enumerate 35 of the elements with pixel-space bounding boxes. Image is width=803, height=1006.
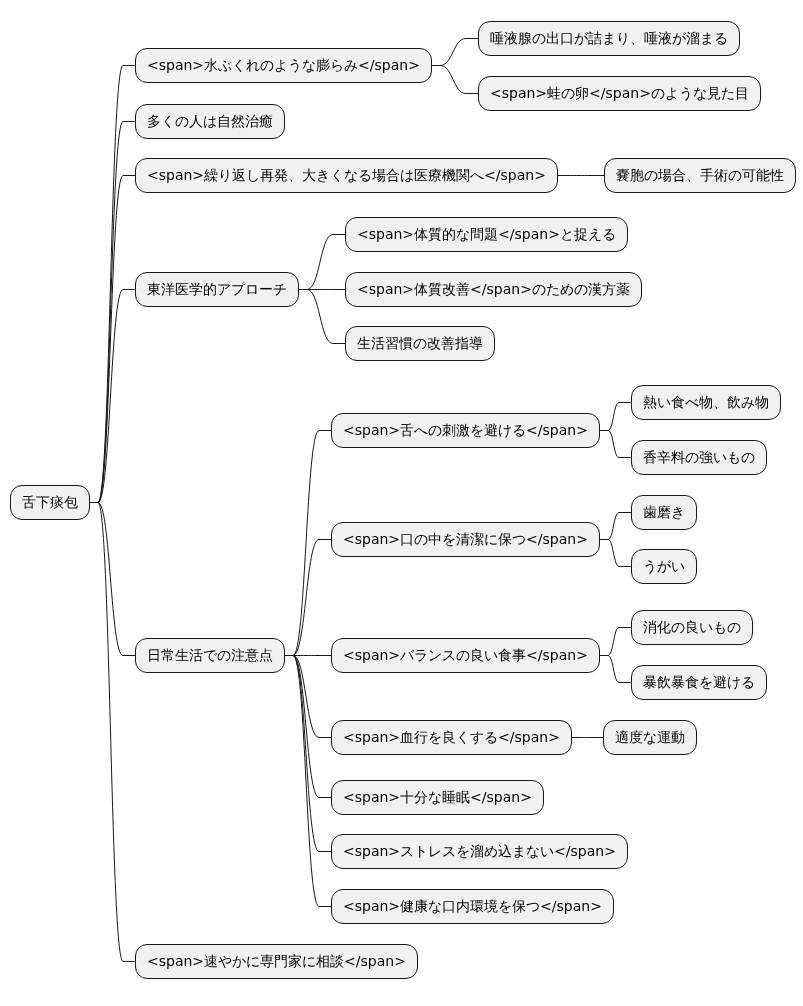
branch-topic-node: 日常生活での注意点	[135, 638, 285, 673]
leaf-topic-node: 暴飲暴食を避ける	[631, 665, 767, 700]
central-topic-node: 舌下痰包	[10, 485, 90, 520]
connector-line	[599, 430, 632, 458]
subtopic-node: <span>舌への刺激を避ける</span>	[331, 413, 600, 448]
subtopic-node: <span>バランスの良い食事</span>	[331, 638, 600, 673]
connector-line	[599, 655, 632, 683]
connector-line	[284, 655, 332, 907]
branch-topic-node: 多くの人は自然治癒	[135, 104, 285, 139]
branch-topic-node: 東洋医学的アプローチ	[135, 272, 299, 307]
subtopic-node: <span>血行を良くする</span>	[331, 720, 572, 755]
branch-topic-node: <span>繰り返し再発、大きくなる場合は医療機関へ</span>	[135, 158, 558, 193]
leaf-topic-node: 消化の良いもの	[631, 610, 753, 645]
leaf-topic-node: 香辛料の強いもの	[631, 440, 767, 475]
connector-line	[557, 175, 605, 176]
leaf-topic-node: うがい	[631, 549, 697, 584]
leaf-topic-node: 歯磨き	[631, 495, 697, 530]
branch-topic-node: <span>水ぶくれのような膨らみ</span>	[135, 48, 432, 83]
connector-line	[599, 539, 632, 567]
subtopic-node: <span>十分な睡眠</span>	[331, 780, 544, 815]
subtopic-node: 生活習慣の改善指導	[345, 326, 495, 361]
branch-topic-node: <span>速やかに専門家に相談</span>	[135, 944, 418, 979]
subtopic-node: <span>ストレスを溜め込まない</span>	[331, 834, 628, 869]
leaf-topic-node: 適度な運動	[603, 720, 697, 755]
connector-line	[571, 737, 604, 738]
subtopic-node: <span>口の中を清潔に保つ</span>	[331, 522, 600, 557]
subtopic-node: 嚢胞の場合、手術の可能性	[604, 158, 796, 193]
subtopic-node: <span>体質改善</span>のための漢方薬	[345, 272, 642, 307]
subtopic-node: <span>健康な口内環境を保つ</span>	[331, 889, 614, 924]
subtopic-node: 唾液腺の出口が詰まり、唾液が溜まる	[478, 21, 740, 56]
leaf-topic-node: 熱い食べ物、飲み物	[631, 385, 781, 420]
connector-line	[431, 65, 479, 94]
subtopic-node: <span>蛙の卵</span>のような見た目	[478, 76, 761, 111]
connector-line	[298, 289, 346, 344]
subtopic-node: <span>体質的な問題</span>と捉える	[345, 217, 628, 252]
